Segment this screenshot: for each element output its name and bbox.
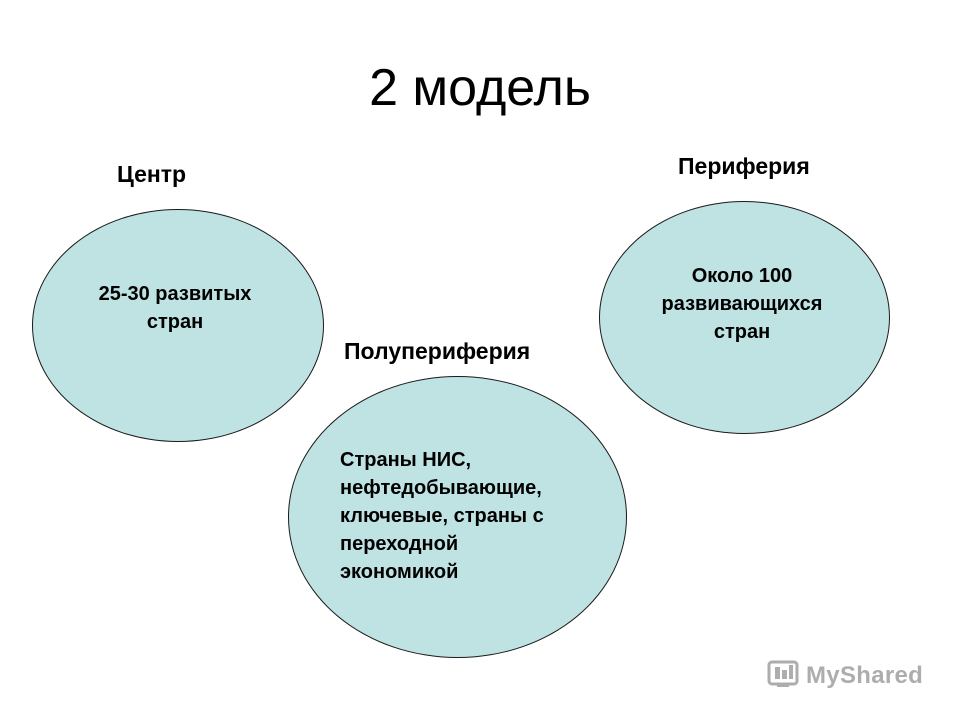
periphery-text-line: стран xyxy=(713,321,771,343)
center-text-line: стран xyxy=(146,311,204,333)
semi-periphery-ellipse-text: Страны НИС, нефтедобывающие, ключевые, с… xyxy=(340,446,610,586)
semi-periphery-text-line: ключевые, страны с xyxy=(340,505,544,527)
myshared-logo-icon xyxy=(766,656,800,695)
semi-periphery-text-line: переходной xyxy=(340,533,459,555)
myshared-watermark: MyShared xyxy=(766,656,923,695)
center-ellipse xyxy=(32,209,324,442)
periphery-ellipse xyxy=(599,201,890,434)
center-ellipse-text: 25-30 развитых стран xyxy=(60,280,290,336)
periphery-text-line: развивающихся xyxy=(661,293,823,315)
watermark-text: MyShared xyxy=(806,661,924,689)
semi-periphery-text-line: нефтедобывающие, xyxy=(340,477,542,499)
slide-title: 2 модель xyxy=(369,59,591,117)
semi-periphery-ellipse xyxy=(288,376,627,658)
label-periphery: Периферия xyxy=(678,153,810,179)
semi-periphery-text-line: экономикой xyxy=(340,561,459,583)
periphery-ellipse-text: Около 100 развивающихся стран xyxy=(628,262,856,346)
semi-periphery-text-line: Страны НИС, xyxy=(340,449,472,471)
periphery-text-line: Около 100 xyxy=(691,265,793,287)
label-center: Центр xyxy=(117,161,187,187)
center-text-line: 25-30 развитых xyxy=(98,283,252,305)
label-semi-periphery: Полупериферия xyxy=(344,338,531,364)
